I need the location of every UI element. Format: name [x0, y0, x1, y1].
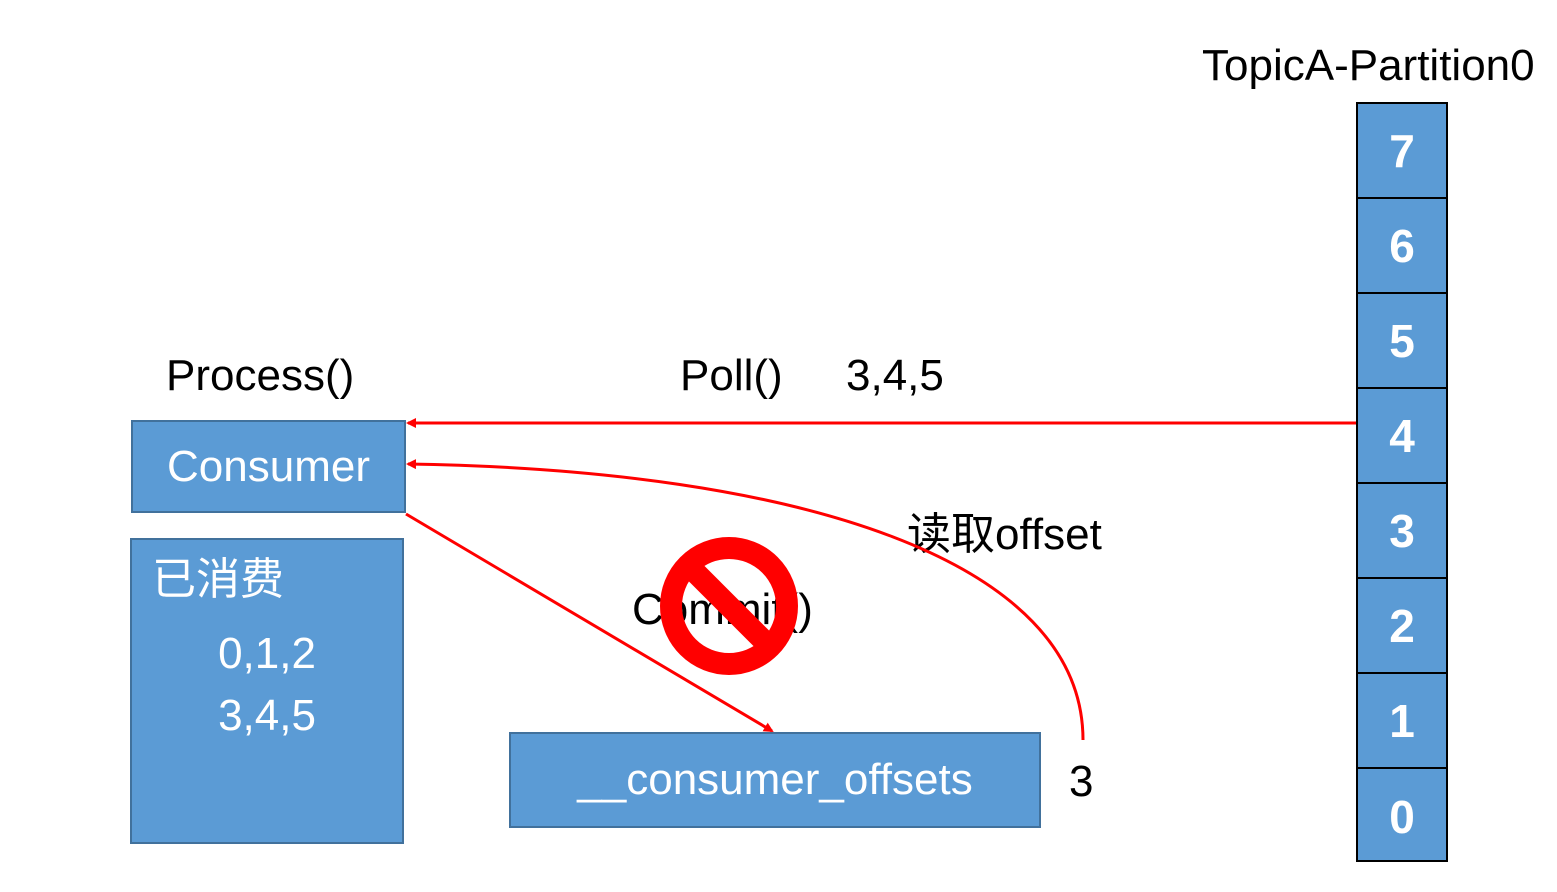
consumed-line-2: 3,4,5	[218, 691, 316, 740]
consumed-box: 已消费 0,1,2 3,4,5	[130, 538, 404, 844]
partition-offset-cell: 4	[1358, 389, 1446, 484]
partition-offset-cell: 3	[1358, 484, 1446, 579]
consumer-label: Consumer	[167, 441, 370, 491]
poll-values: 3,4,5	[846, 351, 944, 400]
consumer-offsets-label: __consumer_offsets	[577, 755, 973, 804]
consumer-box: Consumer	[131, 420, 406, 513]
partition-offset-cell: 0	[1389, 790, 1415, 843]
partition-title: TopicA-Partition0	[1202, 41, 1535, 90]
partition-offset-cell: 7	[1358, 104, 1446, 199]
partition-offset-cell: 2	[1358, 579, 1446, 674]
consumer-offsets-box: __consumer_offsets	[509, 732, 1041, 828]
partition-offset-cell: 5	[1358, 294, 1446, 389]
read-offset-label: 读取offset	[907, 510, 1102, 559]
poll-label: Poll()	[680, 351, 783, 400]
consumed-line-1: 0,1,2	[218, 629, 316, 678]
stored-offset-value: 3	[1069, 757, 1094, 806]
partition-offset-cell: 6	[1358, 199, 1446, 294]
partition-offset-cell: 1	[1358, 674, 1446, 769]
consumed-title: 已消费	[152, 555, 284, 604]
commit-label: Commit()	[632, 585, 813, 634]
process-label: Process()	[166, 351, 355, 400]
